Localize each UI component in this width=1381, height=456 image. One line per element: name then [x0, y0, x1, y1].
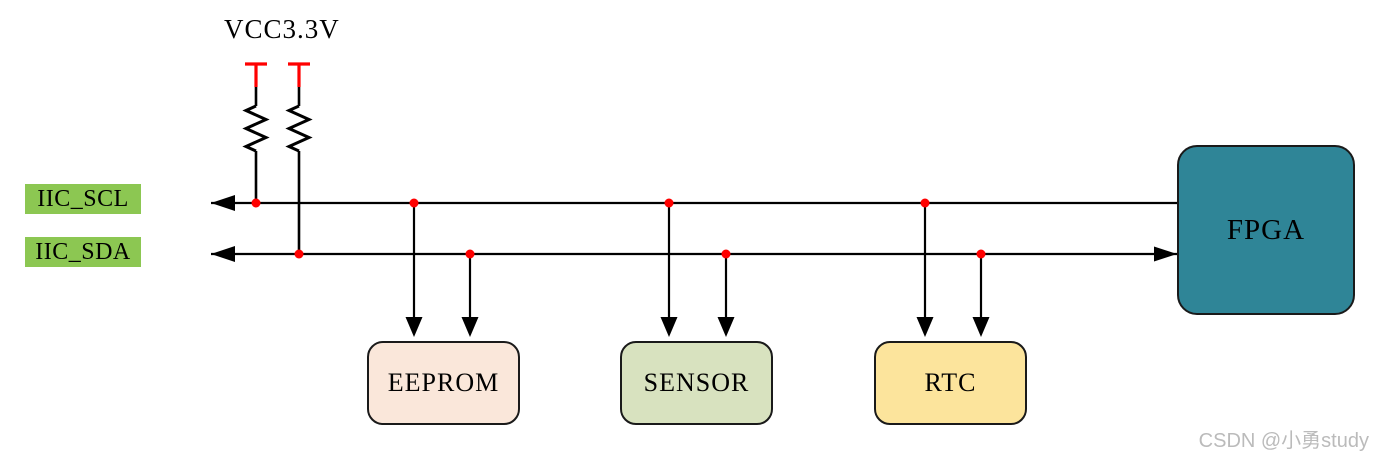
resistor-zigzag-icon [242, 104, 270, 153]
sda-left-arrowhead-icon [211, 246, 235, 262]
sda-pullup-resistor-icon [285, 62, 313, 254]
sda-net-label: IIC_SDA [25, 237, 141, 267]
sensor-scl-drop [660, 203, 678, 337]
scl-pullup-resistor-icon [242, 62, 270, 203]
junction-dot [294, 249, 304, 259]
down-arrowhead-icon [405, 317, 423, 337]
junction-dot [465, 249, 475, 259]
down-arrowhead-icon [461, 317, 479, 337]
sensor-block: SENSOR [620, 341, 773, 425]
sda-right-arrowhead-icon [1154, 246, 1177, 262]
sensor-sda-drop [717, 254, 735, 337]
junction-dot [409, 198, 419, 208]
eeprom-block: EEPROM [367, 341, 520, 425]
junction-dot [251, 198, 261, 208]
down-arrowhead-icon [660, 317, 678, 337]
sensor-block-label: SENSOR [643, 368, 750, 397]
junction-dot [664, 198, 674, 208]
junction-dot [976, 249, 986, 259]
rtc-block: RTC [874, 341, 1027, 425]
resistor-zigzag-icon [285, 104, 313, 153]
rtc-block-label: RTC [924, 368, 977, 397]
eeprom-block-label: EEPROM [387, 368, 500, 397]
junction-dot [721, 249, 731, 259]
rtc-scl-drop [916, 203, 934, 337]
scl-left-arrowhead-icon [211, 195, 235, 211]
fpga-block: FPGA [1177, 145, 1355, 315]
down-arrowhead-icon [717, 317, 735, 337]
down-arrowhead-icon [916, 317, 934, 337]
rtc-sda-drop [972, 254, 990, 337]
fpga-block-label: FPGA [1226, 213, 1306, 246]
down-arrowhead-icon [972, 317, 990, 337]
eeprom-sda-drop [461, 254, 479, 337]
power-net-label: VCC3.3V [224, 14, 340, 44]
watermark: CSDN @小勇study [1198, 430, 1369, 452]
eeprom-scl-drop [405, 203, 423, 337]
scl-net-label: IIC_SCL [25, 184, 141, 214]
junction-dot [920, 198, 930, 208]
